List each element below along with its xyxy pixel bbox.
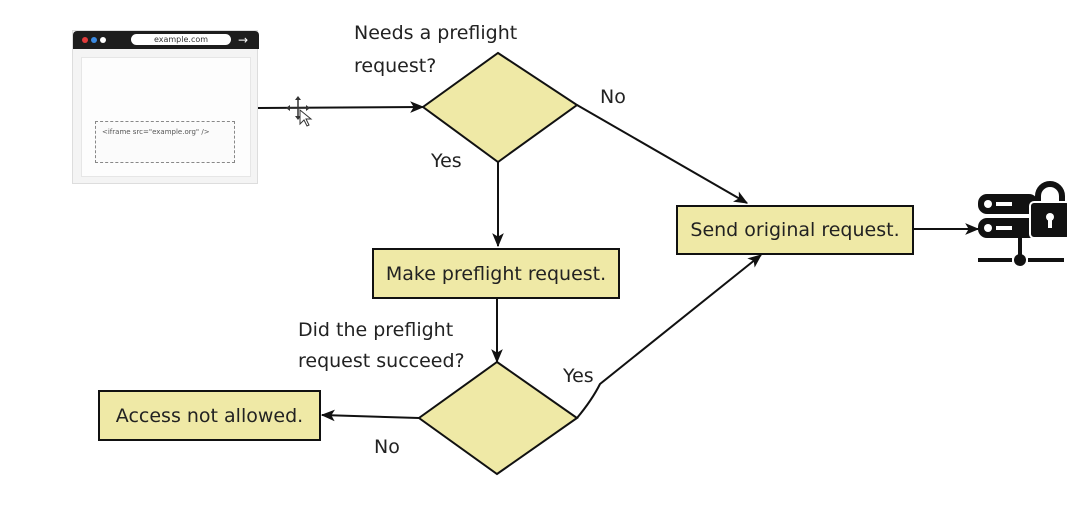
- arrow-browser-to-decision1: [257, 101, 425, 113]
- decision1-question-line2: request?: [354, 55, 437, 77]
- maximize-dot-icon: [100, 37, 106, 43]
- browser-window: example.com → <iframe src="example.org" …: [72, 30, 259, 184]
- move-cursor-icon: [286, 96, 313, 127]
- browser-toolbar: example.com →: [73, 31, 259, 49]
- make-preflight-box: Make preflight request.: [372, 248, 620, 299]
- send-original-box: Send original request.: [676, 205, 914, 255]
- close-dot-icon: [82, 37, 88, 43]
- minimize-dot-icon: [91, 37, 97, 43]
- decision1-yes-label: Yes: [431, 150, 462, 172]
- arrow-decision1-no: [576, 104, 749, 204]
- access-denied-box: Access not allowed.: [98, 390, 321, 441]
- decision2-yes-label: Yes: [563, 365, 594, 387]
- decision2-question-line1: Did the preflight: [298, 319, 454, 341]
- server-lock-icon: [978, 181, 1067, 266]
- decision1-no-label: No: [600, 86, 626, 108]
- arrow-decision2-yes: [576, 254, 762, 419]
- decision1-diamond: [421, 51, 579, 164]
- decision2-no-label: No: [374, 436, 400, 458]
- go-arrow-icon: →: [238, 33, 249, 47]
- address-bar: example.com: [131, 34, 231, 45]
- decision1-question-line1: Needs a preflight: [354, 22, 518, 44]
- arrow-decision2-no: [320, 409, 420, 422]
- decision2-diamond: [417, 360, 579, 476]
- iframe-snippet: <iframe src="example.org" />: [95, 121, 235, 163]
- decision2-question-line2: request succeed?: [298, 350, 465, 372]
